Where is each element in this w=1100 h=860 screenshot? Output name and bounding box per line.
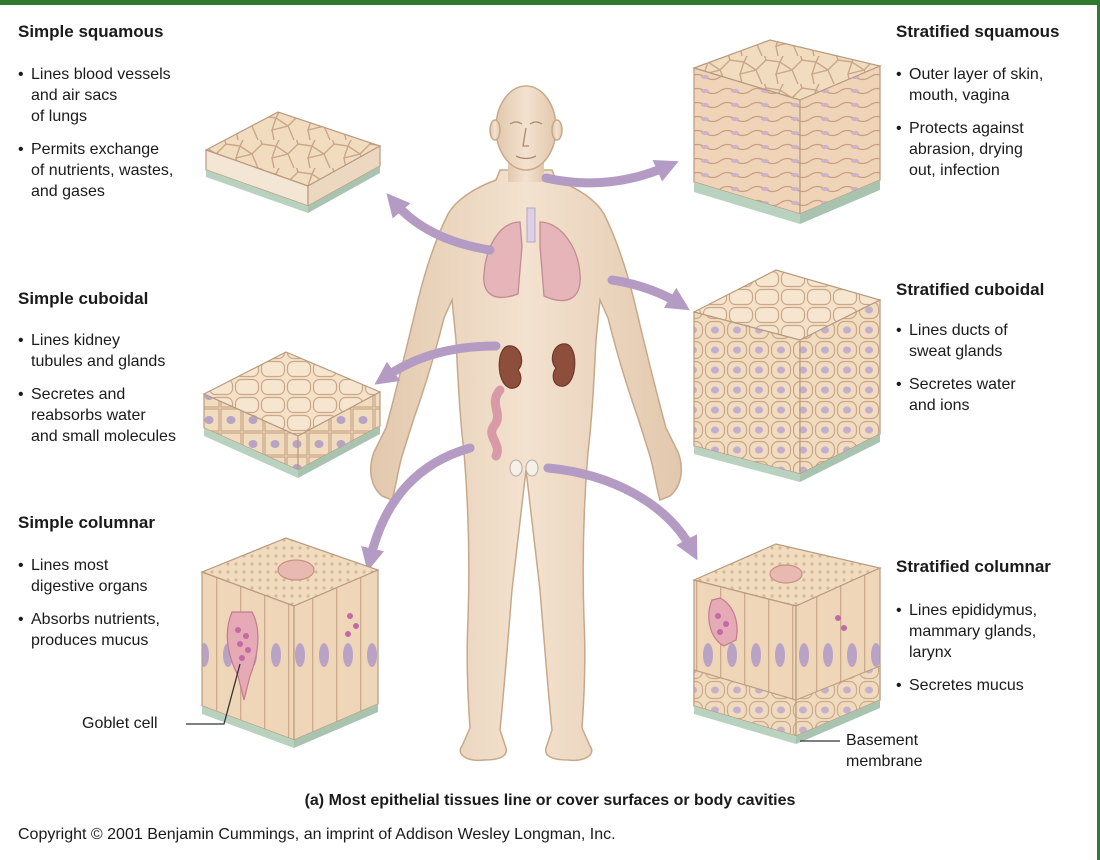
arrow-simple-cuboidal <box>374 341 501 385</box>
figure-ear-right <box>551 119 563 141</box>
bullet-line: of nutrients, wastes, <box>31 162 174 179</box>
bullet-line: Secretes and <box>31 386 126 403</box>
bullet-item: Secretes and reabsorbs water and small m… <box>18 384 176 447</box>
simple-cuboidal-bullets: Lines kidney tubules and glands Secretes… <box>18 330 176 459</box>
figure-ear-left <box>489 119 501 141</box>
simple-squamous-title: Simple squamous <box>18 22 164 41</box>
bullet-line: reabsorbs water <box>31 407 146 424</box>
bullet-line: sweat glands <box>909 343 1003 360</box>
simple-squamous-bullets: Lines blood vessels and air sacs of lung… <box>18 64 173 214</box>
simple-squamous-block <box>204 111 382 213</box>
lung-right-icon <box>539 221 581 302</box>
bullet-line: produces mucus <box>31 632 149 649</box>
figure-face <box>509 121 543 160</box>
stratified-columnar-block <box>692 543 882 744</box>
testis-left-icon <box>509 459 523 477</box>
bullet-line: Lines blood vessels <box>31 66 171 83</box>
kidney-left-icon <box>498 345 523 389</box>
bullet-line: and air sacs <box>31 87 118 104</box>
figure-caption: (a) Most epithelial tissues line or cove… <box>304 792 796 809</box>
basement-membrane-label: Basement membrane <box>846 730 922 772</box>
bullet-line: Absorbs nutrients, <box>31 611 160 628</box>
stratified-squamous-block <box>692 39 882 224</box>
intestine-icon <box>487 385 505 461</box>
bullet-item: Absorbs nutrients, produces mucus <box>18 609 160 651</box>
simple-columnar-bullets: Lines most digestive organs Absorbs nutr… <box>18 555 160 663</box>
stratified-squamous-bullets: Outer layer of skin, mouth, vagina Prote… <box>896 64 1043 193</box>
goblet-cell-leader <box>186 663 241 725</box>
bullet-line: tubules and glands <box>31 353 166 370</box>
bullet-item: Secretes water and ions <box>896 374 1016 416</box>
bullet-item: Lines kidney tubules and glands <box>18 330 176 372</box>
bullet-item: Lines ducts of sweat glands <box>896 320 1016 362</box>
arrow-simple-columnar <box>361 443 475 572</box>
arrow-stratified-squamous <box>541 160 679 188</box>
human-figure <box>369 85 683 762</box>
simple-columnar-title: Simple columnar <box>18 513 155 532</box>
bullet-item: Permits exchange of nutrients, wastes, a… <box>18 139 173 202</box>
bullet-item: Lines blood vessels and air sacs of lung… <box>18 64 173 127</box>
arrow-simple-squamous <box>386 193 495 255</box>
bullet-item: Secretes mucus <box>896 675 1037 696</box>
goblet-cell-label: Goblet cell <box>82 715 158 732</box>
label-line: Basement <box>846 732 919 749</box>
bullet-item: Outer layer of skin, mouth, vagina <box>896 64 1043 106</box>
bullet-item: Lines epididymus, mammary glands, larynx <box>896 600 1037 663</box>
stratified-columnar-bullets: Lines epididymus, mammary glands, larynx… <box>896 600 1037 708</box>
trachea-icon <box>526 207 536 243</box>
bullet-line: and gases <box>31 183 105 200</box>
simple-cuboidal-block <box>202 351 382 478</box>
bullet-line: Outer layer of skin, <box>909 66 1044 83</box>
bullet-line: out, infection <box>909 162 1000 179</box>
bullet-line: Secretes mucus <box>909 677 1024 694</box>
bullet-line: and ions <box>909 397 970 414</box>
bullet-line: Lines kidney <box>31 332 120 349</box>
bullet-line: Lines ducts of <box>909 322 1008 339</box>
copyright-notice: Copyright © 2001 Benjamin Cummings, an i… <box>18 826 616 843</box>
simple-cuboidal-title: Simple cuboidal <box>18 289 149 308</box>
arrow-stratified-cuboidal <box>607 275 690 311</box>
bullet-line: Permits exchange <box>31 141 160 158</box>
bullet-line: Secretes water <box>909 376 1016 393</box>
kidney-right-icon <box>551 343 576 387</box>
top-accent-rule <box>0 0 1100 5</box>
right-accent-rule <box>1097 0 1100 860</box>
bullet-line: mouth, vagina <box>909 87 1010 104</box>
testis-right-icon <box>525 459 539 477</box>
arrow-stratified-columnar <box>543 463 698 561</box>
lung-left-icon <box>483 221 523 298</box>
stratified-cuboidal-title: Stratified cuboidal <box>896 280 1045 299</box>
stratified-cuboidal-bullets: Lines ducts of sweat glands Secretes wat… <box>896 320 1016 428</box>
bullet-line: abrasion, drying <box>909 141 1023 158</box>
stratified-squamous-title: Stratified squamous <box>896 22 1060 41</box>
bullet-item: Protects against abrasion, drying out, i… <box>896 118 1043 181</box>
bullet-line: larynx <box>909 644 952 661</box>
bullet-line: digestive organs <box>31 578 148 595</box>
stratified-cuboidal-block <box>692 269 882 482</box>
bullet-line: Protects against <box>909 120 1024 137</box>
label-line: membrane <box>846 753 923 770</box>
arrows <box>361 160 698 572</box>
bullet-line: Lines most <box>31 557 109 574</box>
bullet-line: Lines epididymus, <box>909 602 1038 619</box>
organs <box>483 207 581 477</box>
bullet-line: and small molecules <box>31 428 176 445</box>
stratified-columnar-title: Stratified columnar <box>896 557 1051 576</box>
simple-columnar-block <box>200 537 380 748</box>
bullet-line: of lungs <box>31 108 88 125</box>
bullet-line: mammary glands, <box>909 623 1037 640</box>
bullet-item: Lines most digestive organs <box>18 555 160 597</box>
